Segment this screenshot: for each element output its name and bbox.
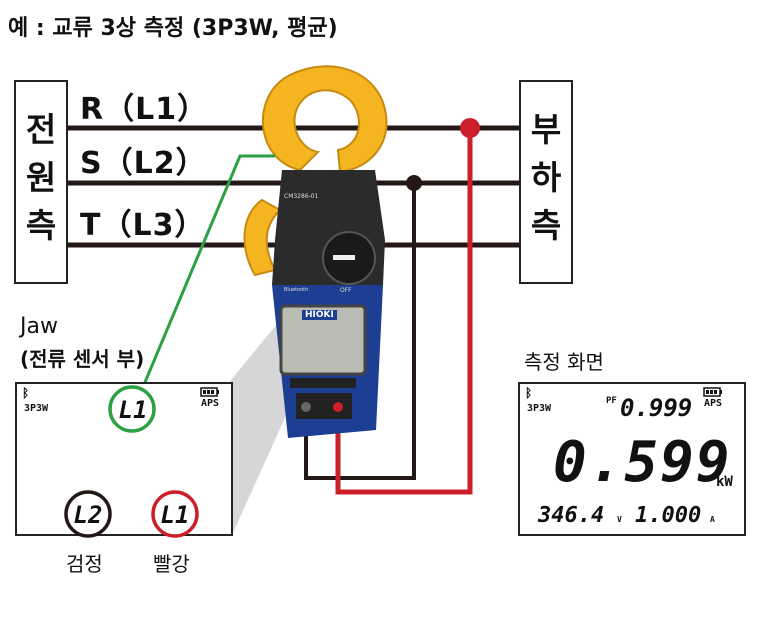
current-value: 1.000: [635, 503, 702, 528]
red-channel-label: L1: [160, 501, 190, 529]
measurement-caption: 측정 화면: [524, 350, 604, 374]
meter-off-label: OFF: [340, 287, 352, 294]
black-probe-wire: [304, 183, 416, 480]
source-side-char: 전: [25, 110, 57, 149]
right-mode-label: 3P3W: [527, 403, 552, 414]
jaw-caption: Jaw: [20, 314, 58, 339]
source-side-char: 측: [25, 206, 57, 245]
line-label-s: S（L2）: [80, 146, 207, 181]
power-unit: kW: [716, 474, 733, 490]
battery-icon: [703, 387, 722, 397]
jaw-circle: [108, 385, 156, 433]
load-side-box: 부 하 측: [519, 80, 573, 284]
load-side-char: 하: [530, 158, 562, 197]
page-title: 예 : 교류 3상 측정 (3P3W, 평균): [8, 16, 338, 41]
black-probe-caption: 검정: [66, 552, 103, 576]
black-channel-label: L2: [73, 501, 103, 529]
right-aps-label: APS: [704, 398, 723, 409]
left-aps-label: APS: [201, 398, 220, 409]
black-probe-circle: [64, 490, 112, 538]
right-display-frame: [518, 382, 746, 536]
red-probe-caption: 빨강: [153, 552, 190, 576]
bluetooth-icon: ᛒ: [22, 386, 30, 400]
battery-icon: [200, 387, 219, 397]
meter-bluetooth-label: Bluetooth: [284, 287, 309, 293]
clamp-meter: [243, 65, 388, 438]
red-probe-circle: [151, 490, 199, 538]
load-side-char: 부: [530, 110, 562, 149]
jaw-channel-label: L1: [118, 396, 148, 424]
voltage-unit: V: [617, 515, 622, 524]
load-side-char: 측: [530, 206, 562, 245]
line-label-t: T（L3）: [80, 208, 206, 243]
red-probe-connection: [460, 118, 480, 138]
source-side-char: 원: [25, 158, 57, 197]
voltage-value: 346.4: [538, 503, 605, 528]
red-probe-wire: [335, 128, 473, 495]
meter-model: CM3286-01: [284, 193, 319, 200]
jaw-indicator-line: [141, 154, 275, 388]
pf-value: 0.999: [620, 394, 693, 422]
bluetooth-icon: ᛒ: [525, 386, 533, 400]
current-unit: A: [710, 515, 715, 524]
source-side-box: 전 원 측: [14, 80, 68, 284]
power-value: 0.599: [553, 430, 732, 495]
meter-brand: HIOKI: [302, 310, 337, 320]
black-probe-connection: [406, 175, 422, 191]
line-label-r: R（L1）: [80, 92, 209, 127]
left-mode-label: 3P3W: [24, 403, 49, 414]
pf-label: PF: [606, 396, 617, 406]
jaw-caption-sub: (전류 센서 부): [20, 347, 145, 371]
